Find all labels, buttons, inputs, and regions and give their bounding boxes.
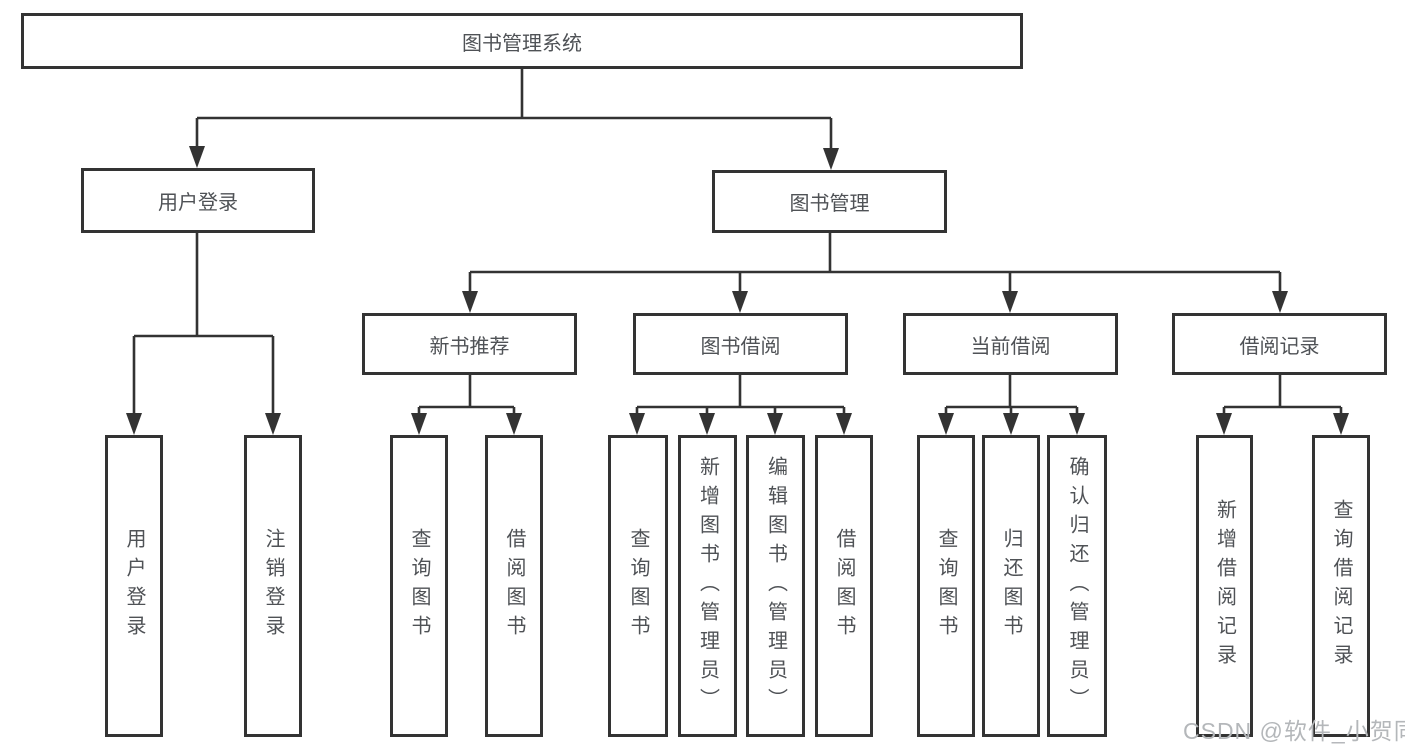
leaf-label: 确认归还（管理员）: [1066, 455, 1088, 717]
leaf-label: 查询图书: [627, 528, 649, 644]
node-new-book-recommend: 新书推荐: [362, 313, 577, 375]
leaf-label: 用户登录: [123, 528, 145, 644]
root-node-label: 图书管理系统: [462, 32, 582, 55]
node-borrow-records: 借阅记录: [1172, 313, 1387, 375]
leaf-borrow-books: 借阅图书: [815, 435, 873, 737]
leaf-label: 归还图书: [1000, 528, 1022, 644]
root-node: 图书管理系统: [21, 13, 1023, 69]
node-label: 当前借阅: [970, 335, 1051, 358]
leaf-add-borrow-record: 新增借阅记录: [1196, 435, 1253, 737]
node-book-management: 图书管理: [712, 170, 947, 233]
leaf-query-books-current: 查询图书: [917, 435, 975, 737]
leaf-query-borrow-record: 查询借阅记录: [1312, 435, 1370, 737]
leaf-label: 查询图书: [408, 528, 430, 644]
node-book-borrow: 图书借阅: [633, 313, 848, 375]
node-label: 图书借阅: [700, 335, 781, 358]
node-label: 借阅记录: [1239, 335, 1320, 358]
node-current-borrow: 当前借阅: [903, 313, 1118, 375]
leaf-logout-login: 注销登录: [244, 435, 302, 737]
leaf-confirm-return-admin: 确认归还（管理员）: [1047, 435, 1107, 737]
node-label: 图书管理: [789, 193, 870, 215]
leaf-label: 注销登录: [262, 528, 284, 644]
leaf-label: 查询借阅记录: [1330, 499, 1352, 673]
leaf-label: 借阅图书: [503, 528, 525, 644]
node-label: 新书推荐: [429, 335, 510, 358]
leaf-borrow-books-recommend: 借阅图书: [485, 435, 543, 737]
watermark: CSDN @软件_小贺同学: [1183, 718, 1405, 744]
leaf-label: 新增图书（管理员）: [696, 455, 719, 717]
leaf-label: 借阅图书: [833, 528, 855, 644]
node-user-login: 用户登录: [81, 168, 315, 233]
leaf-label: 编辑图书（管理员）: [764, 455, 787, 717]
node-label: 用户登录: [158, 192, 238, 214]
leaf-label: 新增借阅记录: [1213, 499, 1236, 673]
leaf-add-books-admin: 新增图书（管理员）: [678, 435, 737, 737]
leaf-edit-books-admin: 编辑图书（管理员）: [746, 435, 805, 737]
leaf-label: 查询图书: [935, 528, 957, 644]
leaf-user-login: 用户登录: [105, 435, 163, 737]
leaf-query-books-recommend: 查询图书: [390, 435, 448, 737]
leaf-return-books: 归还图书: [982, 435, 1040, 737]
leaf-query-books-borrow: 查询图书: [608, 435, 668, 737]
